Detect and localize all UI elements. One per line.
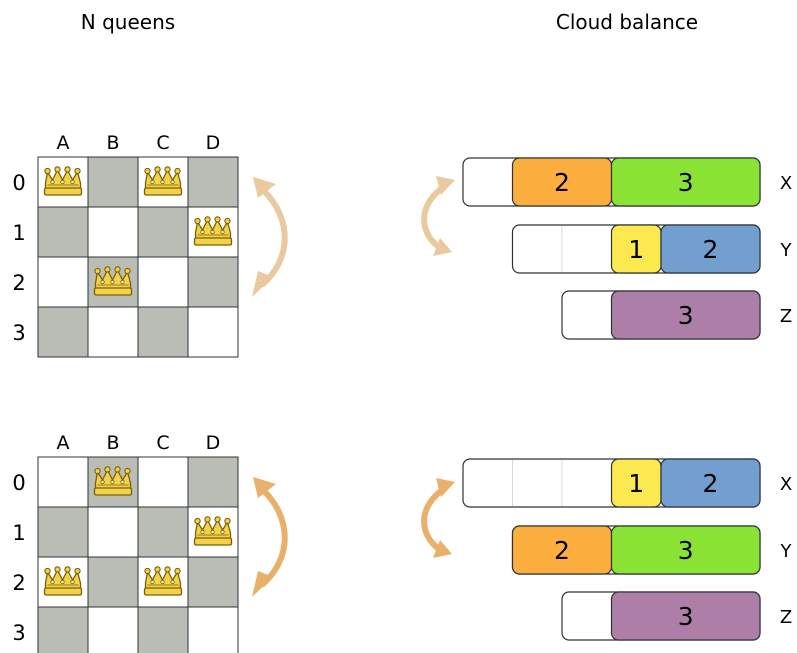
board-cell — [187, 556, 239, 608]
board-cell — [87, 556, 139, 608]
row-label: 3 — [12, 621, 25, 645]
chess-board: A B C D 0 1 2 3 — [12, 132, 239, 358]
process-size-label: 2 — [554, 536, 570, 565]
board-cell — [137, 606, 189, 653]
computer-row: 1 2 X — [462, 458, 792, 508]
column-label: B — [106, 432, 119, 454]
computer-label: X — [780, 173, 792, 194]
board-cell — [37, 306, 89, 358]
column-label: D — [206, 132, 221, 154]
column-label: C — [156, 432, 169, 454]
column-label: D — [206, 432, 221, 454]
board-cell — [137, 256, 189, 308]
board-cell — [187, 256, 239, 308]
board-cell — [37, 256, 89, 308]
n-queens-title: N queens — [81, 10, 175, 34]
computer-label: Z — [780, 607, 792, 628]
column-label: C — [156, 132, 169, 154]
board-cell — [87, 606, 139, 653]
board-cell — [87, 206, 139, 258]
column-label: A — [57, 432, 70, 454]
move-arrow-cloud-2 — [421, 478, 455, 558]
board-cell — [187, 456, 239, 508]
process-size-label: 3 — [678, 602, 694, 631]
board-cell — [37, 506, 89, 558]
board-cell — [87, 306, 139, 358]
computer-label: Y — [780, 240, 793, 261]
board-cell — [187, 156, 239, 208]
row-label: 2 — [12, 571, 25, 595]
process-size-label: 3 — [678, 536, 694, 565]
process-block — [610, 525, 761, 575]
row-label: 1 — [12, 221, 25, 245]
board-cell — [37, 206, 89, 258]
board-cell — [87, 506, 139, 558]
process-size-label: 1 — [628, 469, 644, 498]
board-cell — [187, 606, 239, 653]
process-block — [660, 224, 761, 274]
column-label: B — [106, 132, 119, 154]
computer-row: 1 2 Y — [511, 224, 793, 274]
board-cell — [37, 606, 89, 653]
cloud-balance-title: Cloud balance — [556, 10, 698, 34]
board-cell — [187, 306, 239, 358]
board-cell — [87, 156, 139, 208]
process-size-label: 3 — [678, 168, 694, 197]
row-label: 3 — [12, 321, 25, 345]
board-cell — [137, 206, 189, 258]
move-arrow-cloud-1 — [421, 176, 455, 256]
process-size-label: 2 — [703, 235, 719, 264]
process-block — [610, 591, 761, 641]
computer-label: Z — [780, 306, 792, 327]
process-size-label: 1 — [628, 235, 644, 264]
board-cell — [137, 506, 189, 558]
swap-arrow-board-1 — [252, 177, 288, 297]
process-size-label: 3 — [678, 301, 694, 330]
process-size-label: 2 — [554, 168, 570, 197]
process-block — [610, 290, 761, 340]
computer-row: 2 3 Y — [511, 525, 793, 575]
computer-label: Y — [780, 541, 793, 562]
board-cell — [137, 306, 189, 358]
row-label: 0 — [12, 471, 25, 495]
column-label: A — [57, 132, 70, 154]
swap-arrow-board-2 — [252, 477, 288, 597]
process-size-label: 2 — [703, 469, 719, 498]
process-block — [660, 458, 761, 508]
row-label: 2 — [12, 271, 25, 295]
board-cell — [37, 456, 89, 508]
row-label: 0 — [12, 171, 25, 195]
row-label: 1 — [12, 521, 25, 545]
computer-row: 2 3 X — [462, 157, 792, 207]
computer-label: X — [780, 474, 792, 495]
chess-board: A B C D 0 1 2 3 — [12, 432, 239, 653]
board-cell — [137, 456, 189, 508]
process-block — [610, 157, 761, 207]
